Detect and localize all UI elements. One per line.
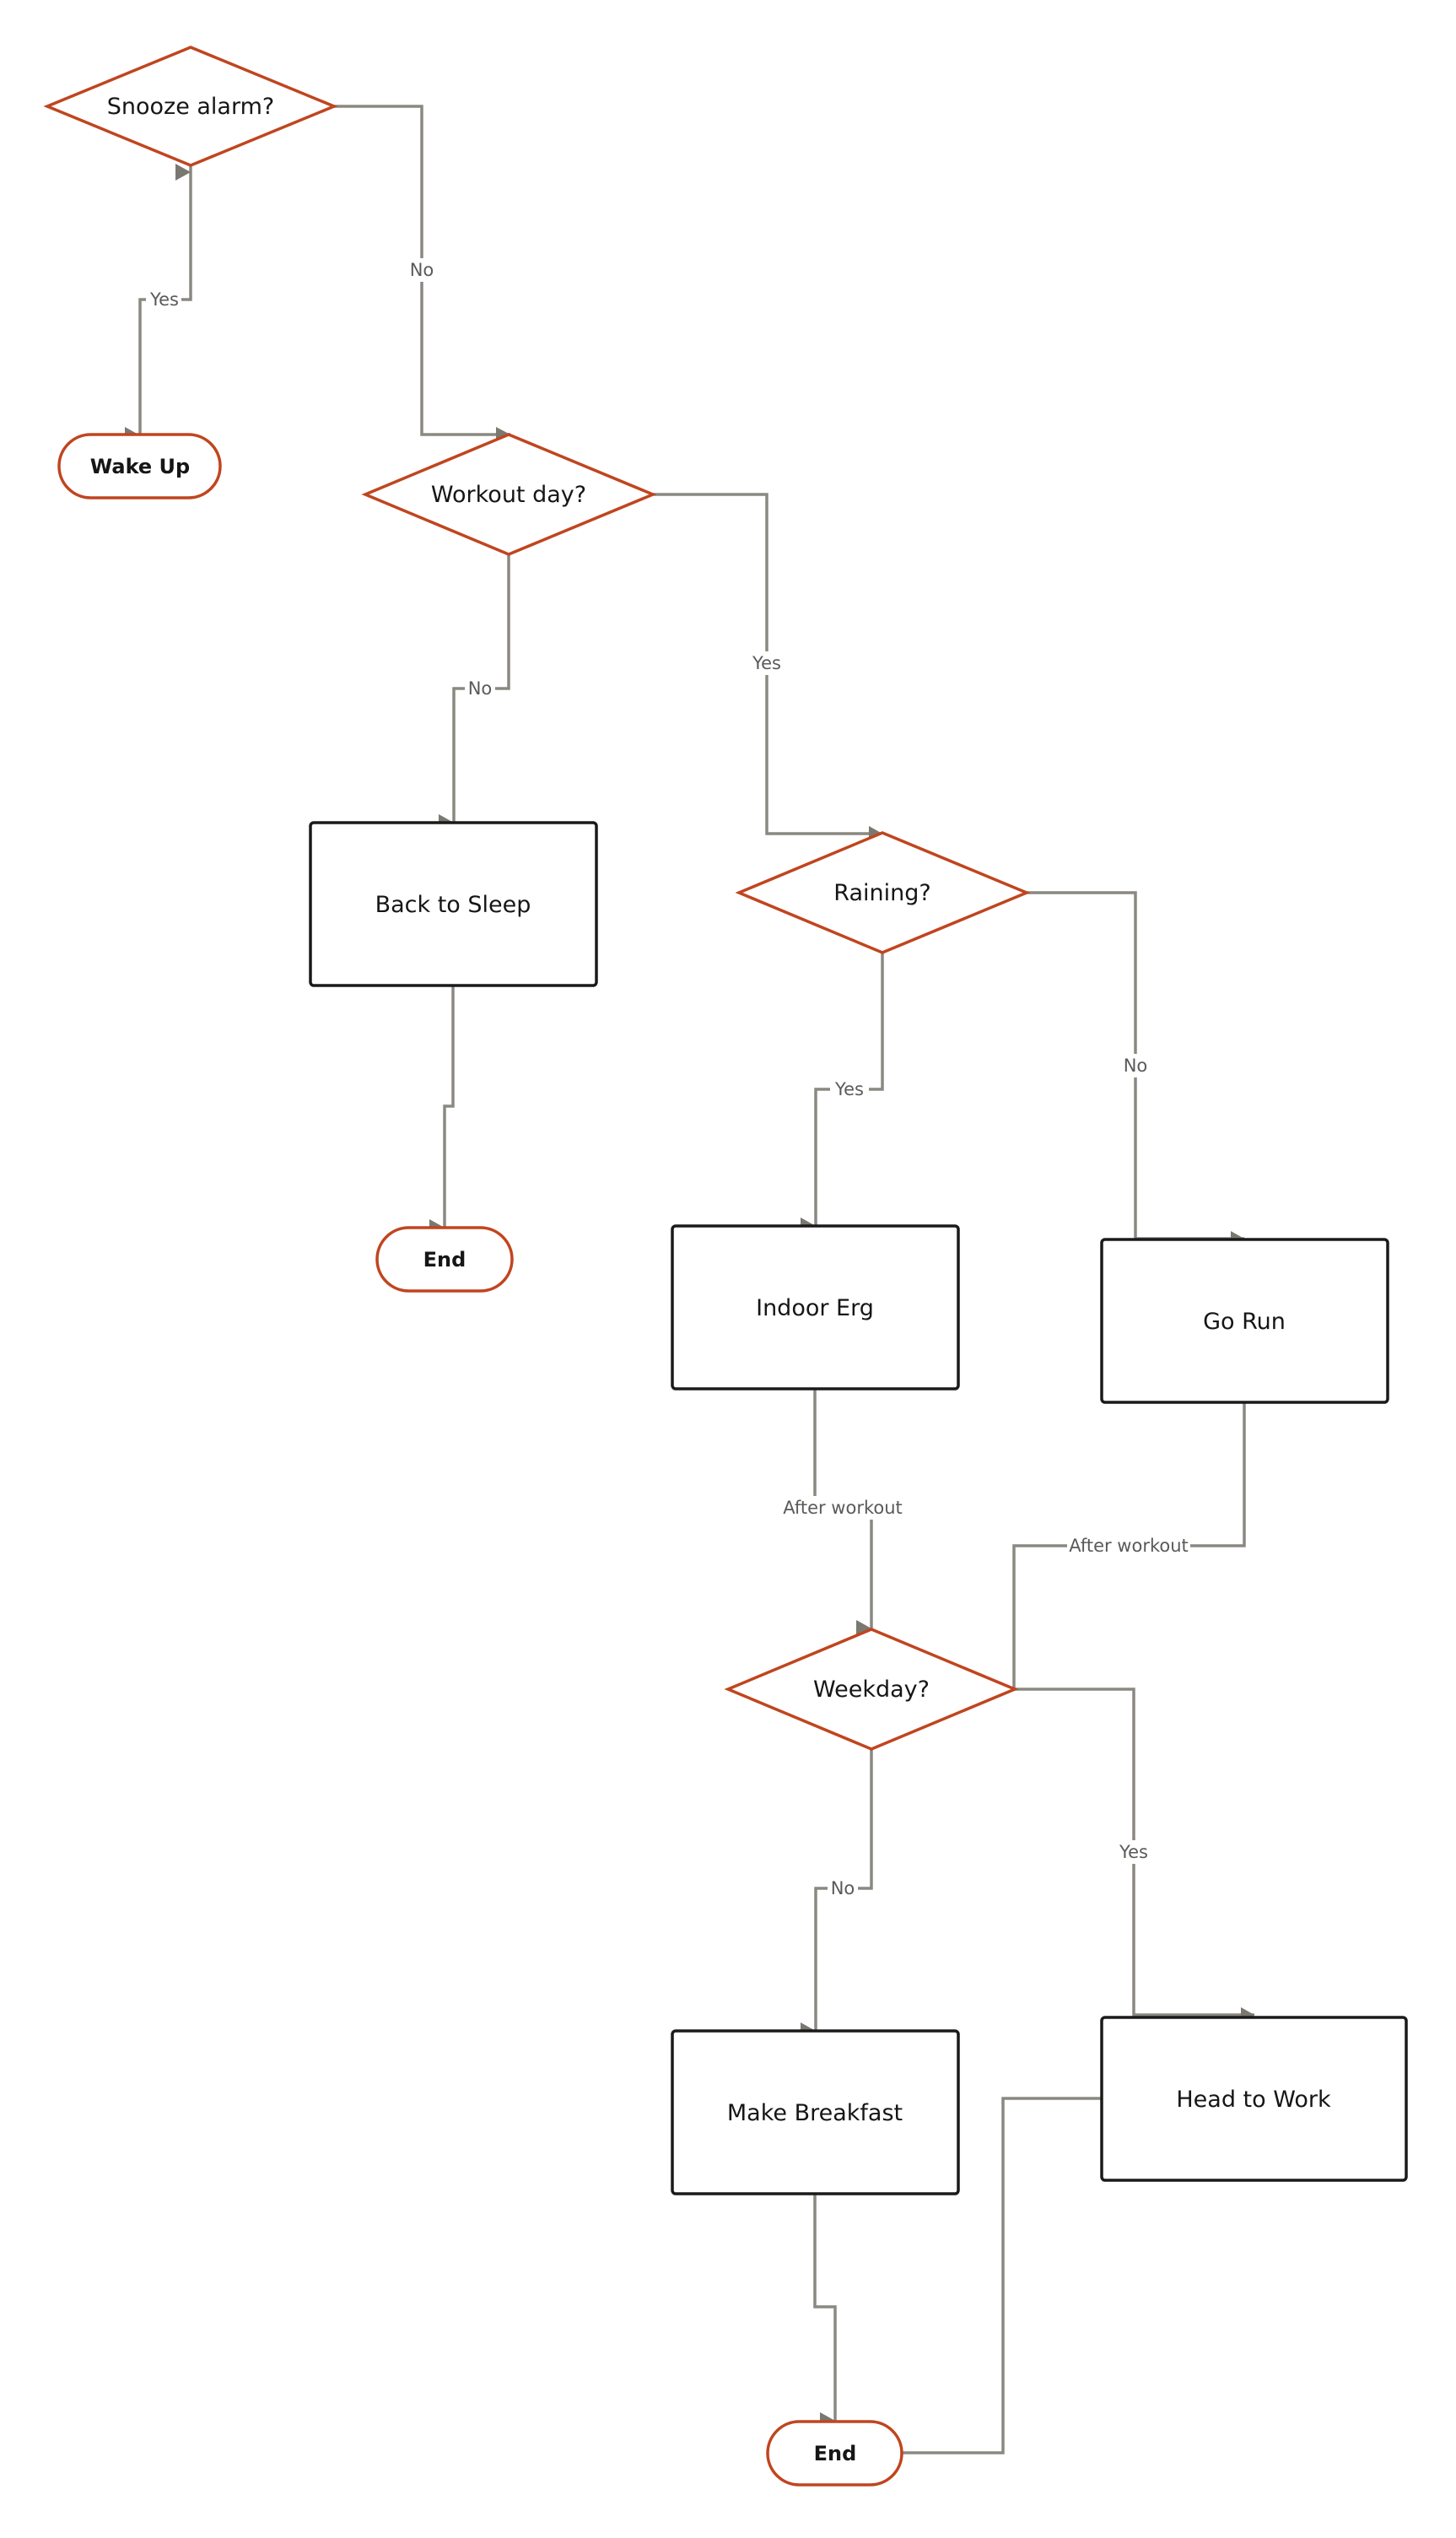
node-label: Back to Sleep bbox=[375, 892, 531, 918]
edge-weekday-yes: Yes bbox=[1014, 1688, 1254, 2022]
node-label: Workout day? bbox=[431, 482, 586, 508]
edge-breakfast-end bbox=[813, 2193, 837, 2429]
edge-run-after: After workout bbox=[1000, 1402, 1246, 1697]
terminal-end-2[interactable]: End bbox=[766, 2420, 903, 2487]
edges: Yes No No Yes bbox=[125, 105, 1254, 2454]
edge-workout-no: No bbox=[439, 555, 510, 831]
edge-label: No bbox=[831, 1878, 855, 1898]
edge-snooze-no: No bbox=[334, 105, 510, 442]
edge-label: Yes bbox=[149, 289, 179, 310]
node-label: Raining? bbox=[833, 880, 930, 906]
process-go-run[interactable]: Go Run bbox=[1100, 1238, 1389, 1404]
node-label: Wake Up bbox=[90, 455, 190, 478]
decision-weekday[interactable]: Weekday? bbox=[724, 1628, 1019, 1751]
decision-snooze-alarm[interactable]: Snooze alarm? bbox=[43, 46, 338, 167]
terminal-end-1[interactable]: End bbox=[375, 1226, 514, 1293]
edge-label: Yes bbox=[752, 653, 781, 673]
process-head-to-work[interactable]: Head to Work bbox=[1100, 2016, 1408, 2182]
node-label: Go Run bbox=[1203, 1309, 1286, 1335]
edge-label: No bbox=[1124, 1056, 1148, 1076]
edge-label: No bbox=[410, 260, 434, 280]
edge-label: After workout bbox=[1069, 1536, 1189, 1556]
edge-raining-no: No bbox=[1027, 891, 1244, 1246]
edge-label: Yes bbox=[1119, 1842, 1148, 1862]
node-label: Indoor Erg bbox=[756, 1295, 874, 1321]
node-label: Make Breakfast bbox=[727, 2100, 903, 2126]
edge-label: No bbox=[468, 678, 493, 699]
node-label: Head to Work bbox=[1176, 2087, 1331, 2113]
node-label: Snooze alarm? bbox=[107, 94, 275, 120]
edge-raining-yes: Yes bbox=[801, 953, 884, 1234]
edge-erg-after: After workout bbox=[781, 1388, 904, 1637]
edge-workout-yes: Yes bbox=[653, 493, 882, 841]
decision-workout-day[interactable]: Workout day? bbox=[361, 433, 657, 556]
edge-weekday-no: No bbox=[801, 1750, 873, 2039]
terminal-wake-up[interactable]: Wake Up bbox=[57, 433, 222, 500]
process-back-to-sleep[interactable]: Back to Sleep bbox=[309, 821, 598, 987]
edge-sleep-end bbox=[429, 986, 455, 1236]
edge-label: Yes bbox=[834, 1079, 864, 1099]
node-label: End bbox=[423, 1248, 466, 1272]
edge-label: After workout bbox=[783, 1498, 903, 1518]
edge-snooze-yes: Yes bbox=[125, 164, 192, 444]
nodes: Snooze alarm? Wake Up Workout day? Back … bbox=[43, 46, 1408, 2487]
process-indoor-erg[interactable]: Indoor Erg bbox=[671, 1224, 960, 1390]
node-label: End bbox=[814, 2442, 857, 2465]
decision-raining[interactable]: Raining? bbox=[735, 831, 1031, 954]
edge-work-end bbox=[902, 2097, 1102, 2454]
node-label: Weekday? bbox=[813, 1677, 930, 1703]
process-make-breakfast[interactable]: Make Breakfast bbox=[671, 2029, 960, 2195]
